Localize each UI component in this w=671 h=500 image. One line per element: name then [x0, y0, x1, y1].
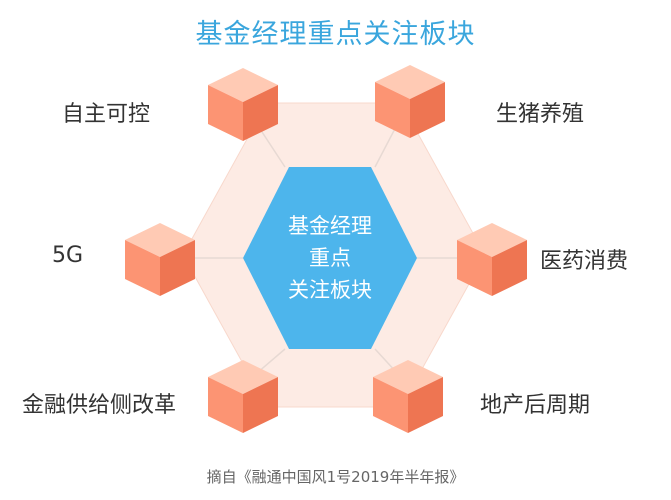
cube-top-right: [375, 65, 445, 138]
sector-label-bottom-right: 地产后周期: [480, 393, 591, 418]
cube-bottom-right: [373, 360, 443, 433]
diagram-title: 基金经理重点关注板块: [195, 19, 476, 50]
center-label-line-3: 关注板块: [288, 278, 372, 302]
sector-label-bottom-left: 金融供给侧改革: [22, 393, 177, 418]
cube-middle-right: [457, 223, 527, 296]
cube-top-left: [208, 68, 278, 141]
center-hexagon: [243, 167, 417, 349]
cube-middle-left: [125, 223, 195, 296]
sector-label-middle-left: 5G: [52, 243, 84, 268]
center-label-line-1: 基金经理: [288, 214, 372, 238]
sector-label-top-right: 生猪养殖: [496, 102, 585, 127]
sector-label-top-left: 自主可控: [62, 102, 151, 127]
source-citation: 摘自《融通中国风1号2019年半年报》: [206, 468, 465, 486]
sector-label-middle-right: 医药消费: [540, 249, 629, 274]
cube-bottom-left: [208, 360, 278, 433]
center-label-line-2: 重点: [309, 246, 351, 270]
